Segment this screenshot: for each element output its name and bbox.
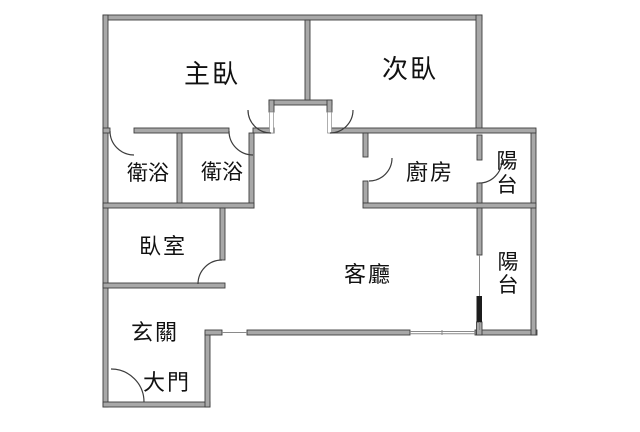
wall-second-bedroom-right [475,14,483,134]
inner-walls [102,19,537,336]
wall-kitchen-balcony-lower [476,182,483,204]
jamb-master-door [269,111,274,134]
label-bathroom-2: 衛浴 [201,161,243,184]
door-arc-main-entrance [110,368,145,403]
wall-right-outer [530,129,537,336]
label-bathroom-1: 衛浴 [127,162,169,185]
door-arc-balcony-upper [478,159,503,184]
wall-band-right [328,127,537,134]
balcony-sliding-door-panel [476,296,482,322]
wall-nook-right-stub [326,99,333,113]
door-arcs [109,109,503,403]
label-balcony-upper-char-1: 陽 [497,150,518,173]
wall-bathroom-bottom [102,202,255,209]
label-bedroom: 臥室 [139,234,187,259]
door-arc-bedroom [197,259,223,285]
label-kitchen: 廚房 [406,160,454,185]
wall-kitchen-balcony-upper [476,134,483,161]
wall-nook-cap [268,99,333,106]
wall-kitchen-left-upper [362,132,369,158]
wall-bedroom-bottom [102,282,226,289]
wall-bedroom-right [219,207,226,261]
wall-living-bottom-b [246,329,411,336]
door-arc-second-bedroom [329,109,354,134]
door-arc-bathroom-1 [109,130,135,156]
wall-left [102,14,109,408]
wall-nook-left-stub [268,99,275,113]
wall-bedroom-divider [304,19,311,101]
label-living-room: 客廳 [344,262,392,287]
wall-bathroom-divider [176,132,183,209]
wall-band-left-1 [102,127,111,134]
door-arc-bathroom-2 [228,130,254,156]
wall-bathroom2-right [248,132,255,209]
label-entryway: 玄關 [131,320,179,345]
label-balcony-lower-char-1: 陽 [498,251,519,274]
label-second-bedroom: 次臥 [382,54,438,84]
wall-kitchen-left-lower [362,180,369,204]
wall-entry-step [204,331,211,408]
wall-top [102,14,483,21]
wall-band-left-2 [133,127,230,134]
wall-band-left-3 [252,127,275,134]
wall-kitchen-bottom [362,202,537,209]
outer-walls [102,14,538,408]
label-balcony-lower-char-2: 台 [498,274,519,297]
wall-entry-bottom [102,401,211,408]
wall-living-balcony-divider [476,207,483,256]
jamb-second-door [327,111,332,134]
label-master-bedroom: 主臥 [184,59,240,89]
door-jambs [269,111,332,134]
room-labels: 主臥 次臥 衛浴 衛浴 廚房 臥室 客廳 玄關 大門 陽 台 陽 台 [127,54,519,395]
wall-living-bottom-c [474,329,538,336]
door-arc-kitchen [368,157,393,182]
label-balcony-upper-char-2: 台 [497,174,518,197]
windows [222,255,482,335]
wall-living-bottom-a [204,329,223,336]
label-main-door: 大門 [143,370,191,395]
door-arc-master-bedroom [247,109,272,134]
